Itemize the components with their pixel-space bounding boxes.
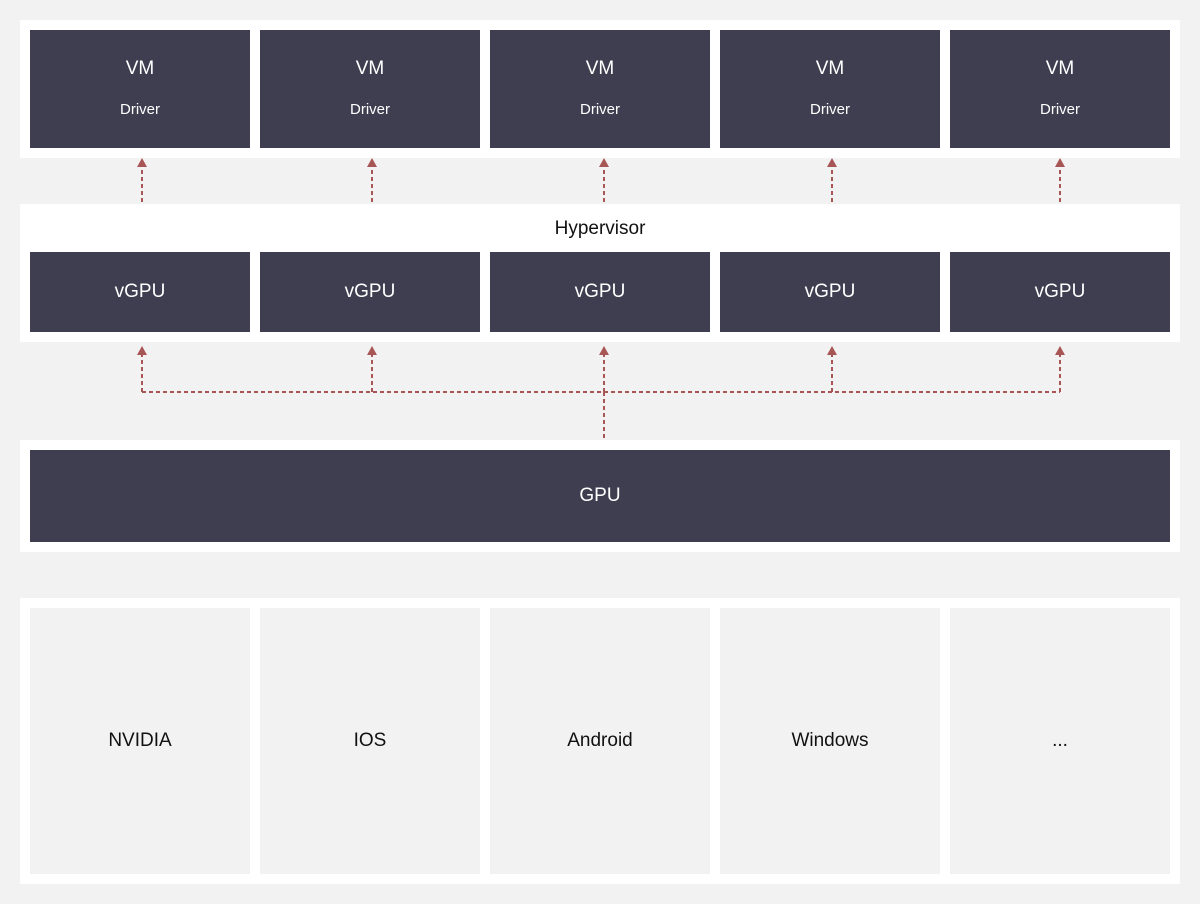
vgpu-label: vGPU: [114, 281, 166, 302]
vm-driver-label: Driver: [580, 101, 620, 118]
vm-arrowhead-3: [599, 158, 609, 167]
vm-box-1: VM Driver: [30, 30, 250, 148]
vgpu-box-3: vGPU: [490, 252, 710, 332]
platform-ios: IOS: [260, 608, 480, 874]
vgpu-box-5: vGPU: [950, 252, 1170, 332]
vgpu-arrowhead-3: [599, 346, 609, 355]
vgpu-arrowhead-4: [827, 346, 837, 355]
platform-windows: Windows: [720, 608, 940, 874]
vgpu-arrowhead-1: [137, 346, 147, 355]
vgpu-box-1: vGPU: [30, 252, 250, 332]
vm-driver-label: Driver: [120, 101, 160, 118]
vm-box-2: VM Driver: [260, 30, 480, 148]
vgpu-arrowhead-2: [367, 346, 377, 355]
vm-arrowhead-4: [827, 158, 837, 167]
vm-arrowhead-2: [367, 158, 377, 167]
hypervisor-label: Hypervisor: [554, 218, 646, 239]
vm-title: VM: [585, 58, 615, 79]
vgpu-label: vGPU: [574, 281, 626, 302]
vm-title: VM: [815, 58, 845, 79]
gpu-box: GPU: [30, 450, 1170, 542]
vm-arrowhead-1: [137, 158, 147, 167]
platform-android: Android: [490, 608, 710, 874]
vgpu-label: vGPU: [344, 281, 396, 302]
vm-box-3: VM Driver: [490, 30, 710, 148]
vm-driver-label: Driver: [350, 101, 390, 118]
gpu-label: GPU: [579, 485, 621, 506]
platform-more: ...: [950, 608, 1170, 874]
vm-title: VM: [125, 58, 155, 79]
vm-title: VM: [355, 58, 385, 79]
vm-box-4: VM Driver: [720, 30, 940, 148]
platform-nvidia: NVIDIA: [30, 608, 250, 874]
vgpu-box-4: vGPU: [720, 252, 940, 332]
vgpu-arrowhead-5: [1055, 346, 1065, 355]
vm-title: VM: [1045, 58, 1075, 79]
vm-arrowhead-5: [1055, 158, 1065, 167]
vgpu-label: vGPU: [1034, 281, 1086, 302]
vm-driver-label: Driver: [1040, 101, 1080, 118]
vgpu-box-2: vGPU: [260, 252, 480, 332]
vm-driver-label: Driver: [810, 101, 850, 118]
vgpu-label: vGPU: [804, 281, 856, 302]
vm-box-5: VM Driver: [950, 30, 1170, 148]
